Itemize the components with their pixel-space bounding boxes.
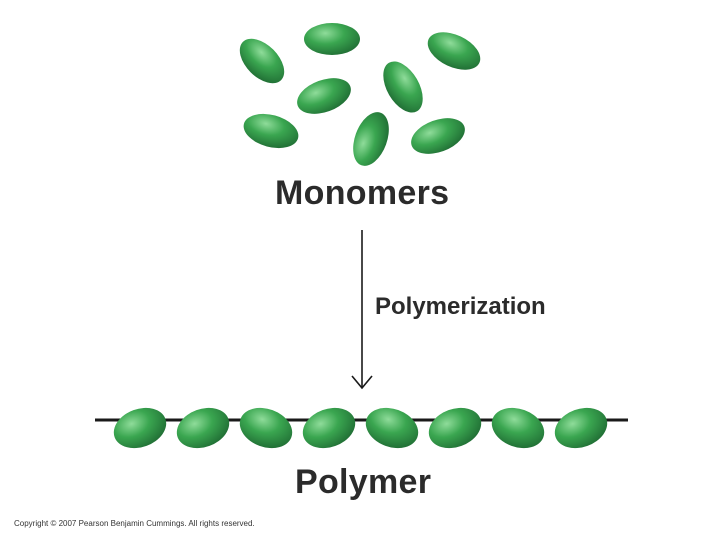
- monomer-bead: [243, 113, 299, 149]
- monomers-label: Monomers: [275, 174, 450, 212]
- monomer-bead: [297, 78, 351, 114]
- copyright-notice: Copyright © 2007 Pearson Benjamin Cummin…: [14, 519, 255, 528]
- monomer-group: [239, 23, 481, 166]
- polymerization-label: Polymerization: [375, 293, 546, 320]
- monomer-bead: [304, 23, 360, 55]
- polymer-label: Polymer: [295, 463, 432, 501]
- monomer-bead: [353, 112, 389, 166]
- polymer-bead: [365, 407, 419, 449]
- monomer-bead: [427, 32, 481, 70]
- polymer-bead: [554, 407, 608, 449]
- monomer-bead: [239, 38, 285, 84]
- polymerization-arrow: [351, 230, 373, 390]
- polymer-bead: [302, 407, 356, 449]
- monomer-bead: [411, 118, 465, 154]
- polymer-bead: [428, 407, 482, 449]
- polymer-bead: [176, 407, 230, 449]
- polymer-chain: [113, 407, 608, 449]
- polymer-bead: [491, 407, 545, 449]
- monomer-bead: [383, 61, 423, 113]
- polymer-bead: [113, 407, 167, 449]
- polymer-bead: [239, 407, 293, 449]
